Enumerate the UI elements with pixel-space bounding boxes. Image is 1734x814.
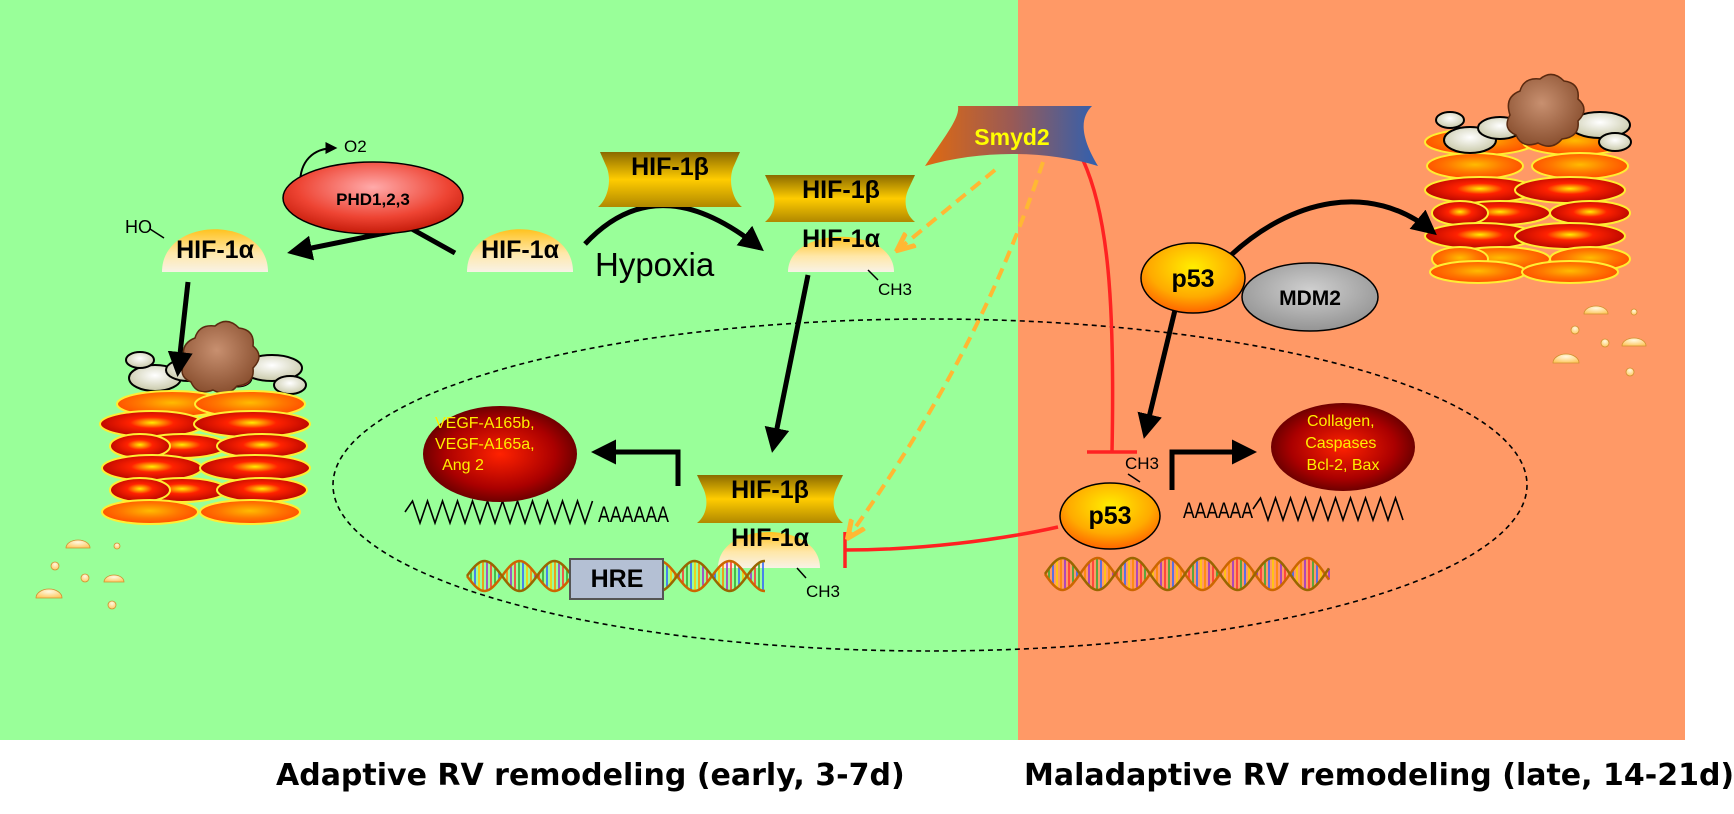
- mrna-right: AAAAAA: [1183, 495, 1404, 523]
- nucleus-blob-right: [1506, 73, 1585, 147]
- svg-text:Collagen, Caspases: Collagen, Caspases Bcl-2, Bax: [1305, 413, 1381, 474]
- p53-top-ellipse: [1140, 242, 1246, 314]
- vegf-target-genes: VEGF-A165b, VEGF-A165a, Ang 2: [423, 406, 577, 502]
- smyd2-label: Smyd2: [974, 124, 1049, 150]
- hif1a-nuclear-label: HIF-1α: [731, 524, 810, 552]
- inhibition-lines: [843, 159, 1137, 568]
- arrow-hre-transcription: [591, 439, 681, 486]
- polya-left-label: AAAAAA: [598, 502, 669, 527]
- arrow-complex-to-nucleus: [764, 274, 811, 453]
- inhibit-smyd2-to-p53: [1081, 159, 1115, 453]
- smyd2-methylation-arrows: [850, 161, 1045, 535]
- svg-text:VEGF-A165b, VEGF-A165a,: VEGF-A165b, VEGF-A165a, Ang 2: [435, 415, 539, 474]
- p53-nuclear: p53 CH3: [1059, 454, 1161, 550]
- hre-element: HRE: [569, 558, 664, 600]
- phd-enzyme: PHD1,2,3: [282, 161, 464, 235]
- ho-label: HO: [125, 217, 152, 237]
- collagen-target-genes: Collagen, Caspases Bcl-2, Bax: [1271, 403, 1415, 491]
- hif-complex-nuclear: HIF-1β HIF-1α CH3: [697, 475, 843, 601]
- p53-mdm2-complex: MDM2 p53: [1140, 242, 1379, 332]
- maladaptive-caption: Maladaptive RV remodeling (late, 14-21d): [1024, 758, 1734, 793]
- vegf-line-2: VEGF-A165a,: [435, 436, 535, 453]
- dna-helix-right: [1043, 556, 1331, 592]
- nucleus-boundary: [332, 318, 1528, 652]
- arrow-p53-transcription: [1169, 439, 1257, 490]
- hif1b-free-label: HIF-1β: [631, 153, 709, 181]
- hre-label: HRE: [591, 565, 644, 593]
- mdm2-ellipse: [1241, 262, 1379, 332]
- arrow-p53-to-nucleus: [1137, 309, 1178, 439]
- nucleus-blob-left: [181, 320, 260, 394]
- hif1b-complex-label: HIF-1β: [802, 176, 880, 204]
- lipid-droplets-right: [1552, 305, 1647, 377]
- hif1a-complex-label: HIF-1α: [802, 225, 881, 253]
- hif1a-free-label: HIF-1α: [481, 236, 560, 264]
- dna-strand: [1043, 556, 1331, 592]
- collagen-line-1: Collagen,: [1307, 413, 1375, 430]
- smyd2-enzyme: Smyd2: [925, 106, 1098, 166]
- dna-strand: [1043, 556, 1331, 592]
- arrow-p53-to-myocyte: [1228, 199, 1437, 258]
- o2-label: O2: [344, 137, 367, 156]
- vegf-line-3: Ang 2: [442, 457, 484, 474]
- hif1b-free: HIF-1β: [598, 152, 742, 207]
- lipid-droplets-left: [35, 539, 125, 610]
- smyd2-pathway-diagram: PHD1,2,3 O2 HIF-1α HO HIF-1α HIF-1β Hypo…: [0, 0, 1685, 740]
- collagen-line-3: Bcl-2, Bax: [1307, 457, 1380, 474]
- hypoxia-label: Hypoxia: [595, 246, 715, 283]
- ch3-nuclear-label: CH3: [806, 582, 840, 601]
- myofibril-disks-left: [99, 390, 311, 525]
- polya-right-label: AAAAAA: [1183, 498, 1253, 523]
- mrna-left: AAAAAA: [404, 498, 669, 527]
- vegf-line-1: VEGF-A165b,: [435, 415, 535, 432]
- ch3-complex-label: CH3: [878, 280, 912, 299]
- hif1a-free: HIF-1α: [467, 229, 573, 272]
- phd-label: PHD1,2,3: [336, 190, 410, 209]
- hif1a-hydroxylated: HIF-1α HO: [125, 217, 268, 272]
- inhibit-p53-to-hif: [844, 525, 1059, 552]
- arrow-degradation: [167, 281, 193, 377]
- maladaptive-panel-background: [1018, 0, 1685, 740]
- hif1b-nuclear-label: HIF-1β: [731, 476, 809, 504]
- p53-top-label: p53: [1171, 265, 1214, 293]
- mdm2-label: MDM2: [1279, 287, 1341, 310]
- ch3-p53-label: CH3: [1125, 454, 1159, 473]
- adaptive-caption: Adaptive RV remodeling (early, 3-7d): [276, 758, 905, 793]
- collagen-line-2: Caspases: [1305, 435, 1376, 452]
- mitochondria-cluster-right: [1435, 111, 1632, 154]
- cardiomyocyte-stack-right: [1424, 73, 1647, 377]
- hif1a-hydroxylated-label: HIF-1α: [176, 236, 255, 264]
- hif-complex-cytoplasm: HIF-1β HIF-1α CH3: [765, 175, 915, 299]
- p53-nuclear-label: p53: [1088, 502, 1131, 530]
